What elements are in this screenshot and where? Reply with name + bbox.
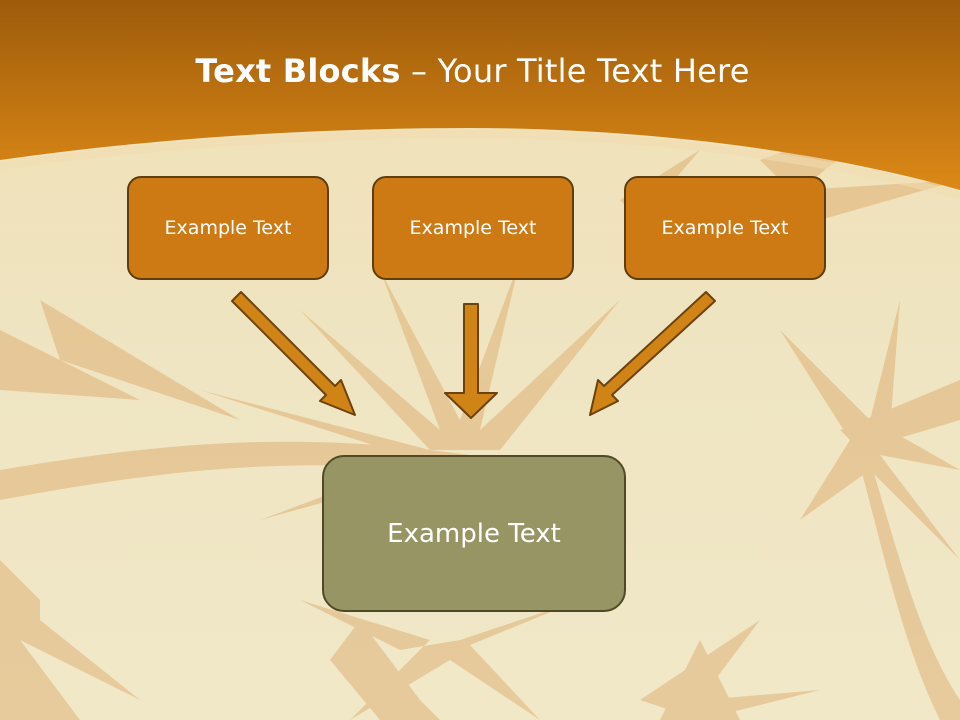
text-block-1-label: Example Text: [164, 217, 292, 239]
title-separator: –: [400, 52, 438, 90]
slide-title: Text Blocks – Your Title Text Here: [0, 52, 945, 90]
title-bold-part: Text Blocks: [195, 52, 401, 90]
text-block-3[interactable]: Example Text: [624, 176, 826, 280]
text-block-2[interactable]: Example Text: [372, 176, 574, 280]
text-block-3-label: Example Text: [661, 217, 789, 239]
text-block-2-label: Example Text: [409, 217, 537, 239]
text-block-result-label: Example Text: [387, 518, 561, 549]
header-band: [0, 0, 960, 190]
text-block-1[interactable]: Example Text: [127, 176, 329, 280]
text-block-result[interactable]: Example Text: [322, 455, 626, 612]
title-rest: Your Title Text Here: [437, 52, 750, 90]
